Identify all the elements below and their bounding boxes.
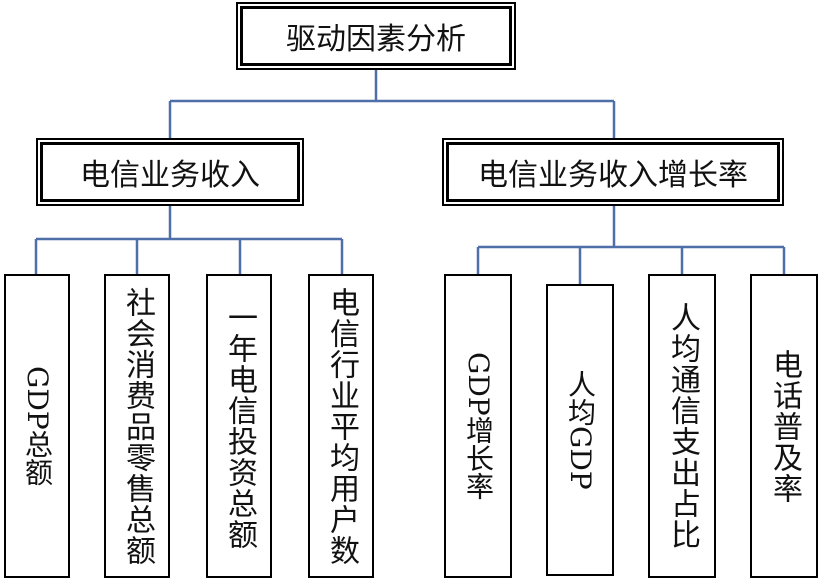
leaf-phone-penetration: 电话普及率 xyxy=(750,274,818,578)
root-label: 驱动因素分析 xyxy=(286,22,466,57)
leaf-gdp-per-capita: 人均GDP xyxy=(546,284,614,576)
leaf-label: 人均GDP xyxy=(564,370,597,490)
branch-label: 电信业务收入 xyxy=(80,158,260,193)
leaf-label: 电信行业平均用户数 xyxy=(324,286,359,566)
branch-label: 电信业务收入增长率 xyxy=(478,158,748,193)
leaf-comm-spending-share: 人均通信支出占比 xyxy=(648,274,716,578)
leaf-label: GDP总额 xyxy=(21,366,54,486)
leaf-label: 电话普及率 xyxy=(767,348,802,504)
branch-telecom-revenue-growth: 电信业务收入增长率 xyxy=(442,138,784,206)
leaf-retail-sales: 社会消费品零售总额 xyxy=(104,274,170,578)
branch-telecom-revenue: 电信业务收入 xyxy=(36,138,304,206)
root-node: 驱动因素分析 xyxy=(236,2,516,70)
leaf-label: 社会消费品零售总额 xyxy=(120,286,155,566)
leaf-gdp-total: GDP总额 xyxy=(4,274,70,578)
leaf-label: 人均通信支出占比 xyxy=(665,302,700,550)
leaf-gdp-growth: GDP增长率 xyxy=(444,274,512,578)
leaf-telecom-investment: 一年电信投资总额 xyxy=(206,274,272,578)
leaf-label: 一年电信投资总额 xyxy=(222,302,257,550)
leaf-avg-users: 电信行业平均用户数 xyxy=(308,274,374,578)
leaf-label: GDP增长率 xyxy=(462,352,495,500)
